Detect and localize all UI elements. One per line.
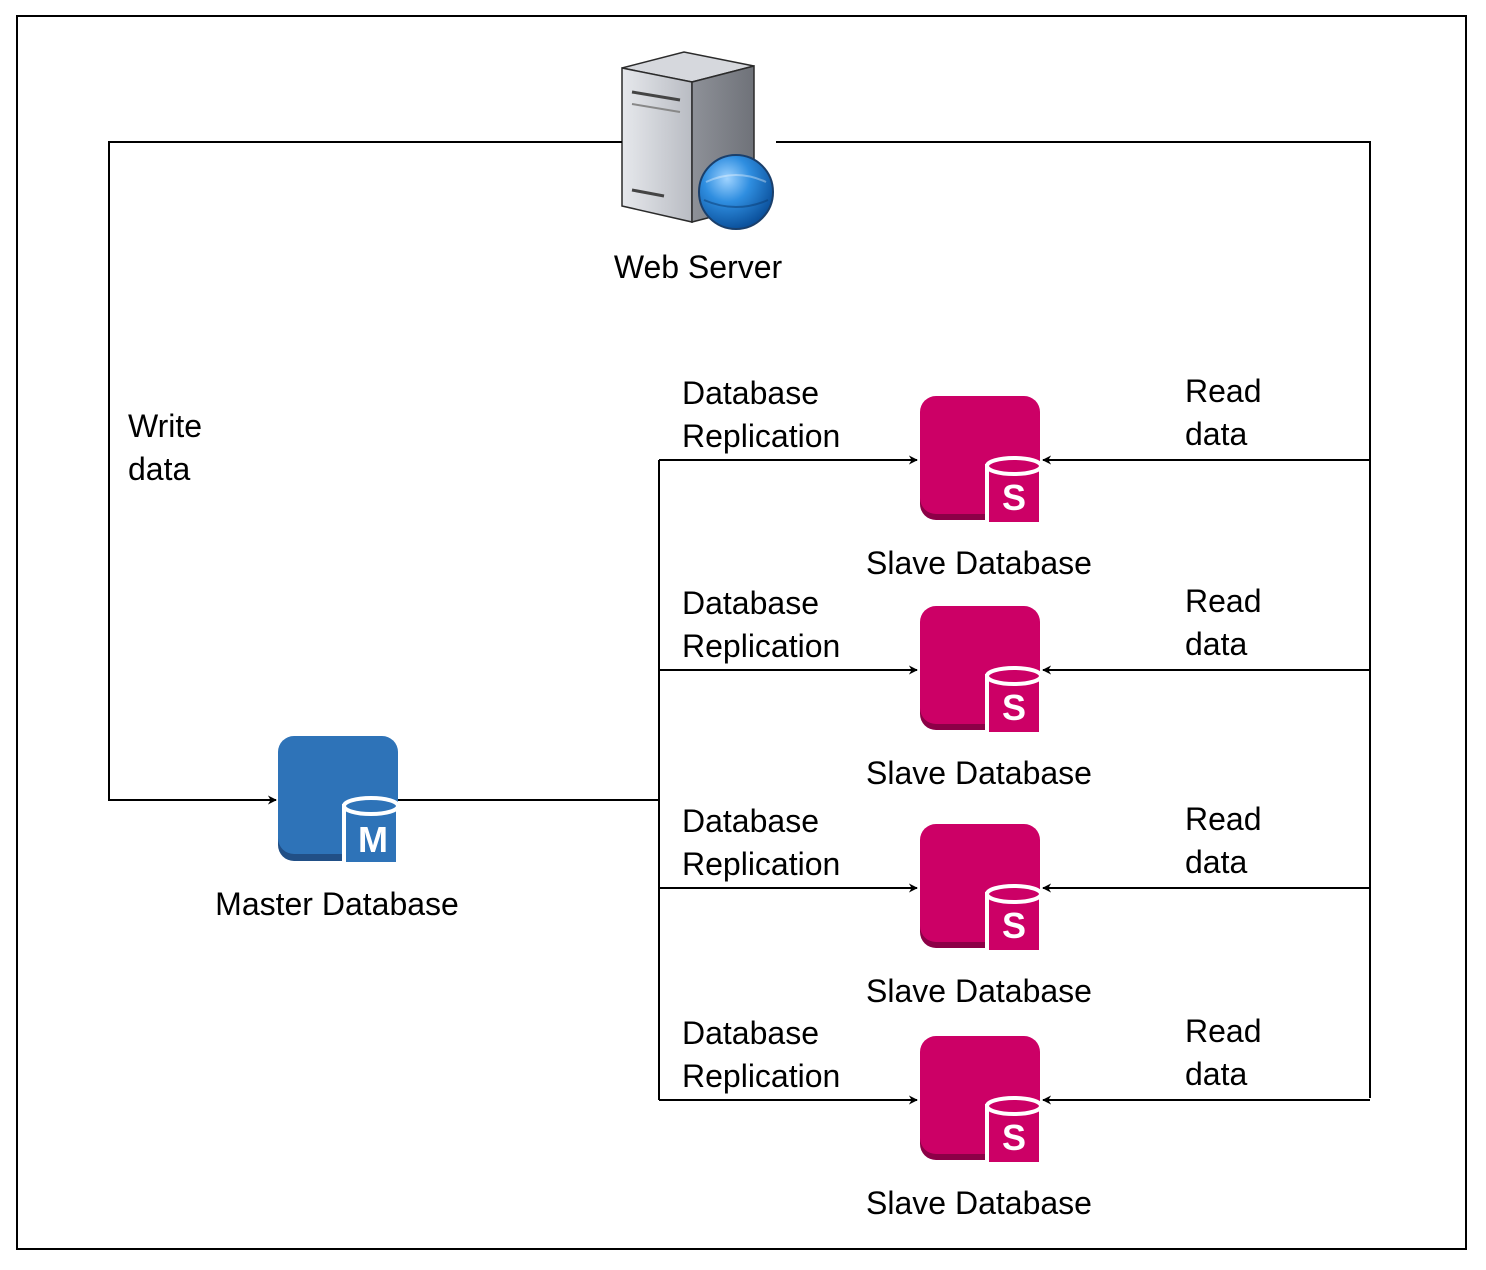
slave-database-label: Slave Database	[866, 755, 1092, 791]
slave-database-label: Slave Database	[866, 1185, 1092, 1221]
slave-database-icon[interactable]: S	[920, 824, 1043, 954]
slave-badge: S	[1002, 905, 1026, 946]
slave-badge: S	[1002, 477, 1026, 518]
diagram-frame	[16, 15, 1467, 1250]
web-server-icon[interactable]	[621, 51, 774, 230]
slave-database-icon[interactable]: S	[920, 396, 1043, 526]
master-badge: M	[358, 819, 388, 860]
master-database-label: Master Database	[215, 886, 459, 922]
replication-trunk	[398, 460, 660, 1100]
slave-database-label: Slave Database	[866, 545, 1092, 581]
web-server-label: Web Server	[614, 249, 783, 285]
write-connector	[108, 141, 622, 805]
slave-database-icon[interactable]: S	[920, 1036, 1043, 1166]
slave-badge: S	[1002, 687, 1026, 728]
write-data-label: Write data	[128, 408, 211, 487]
master-database-icon[interactable]: M	[278, 736, 400, 866]
slave-badge: S	[1002, 1117, 1026, 1158]
slave-database-label: Slave Database	[866, 973, 1092, 1009]
slave-database-icon[interactable]: S	[920, 606, 1043, 736]
read-trunk	[776, 141, 1371, 1098]
